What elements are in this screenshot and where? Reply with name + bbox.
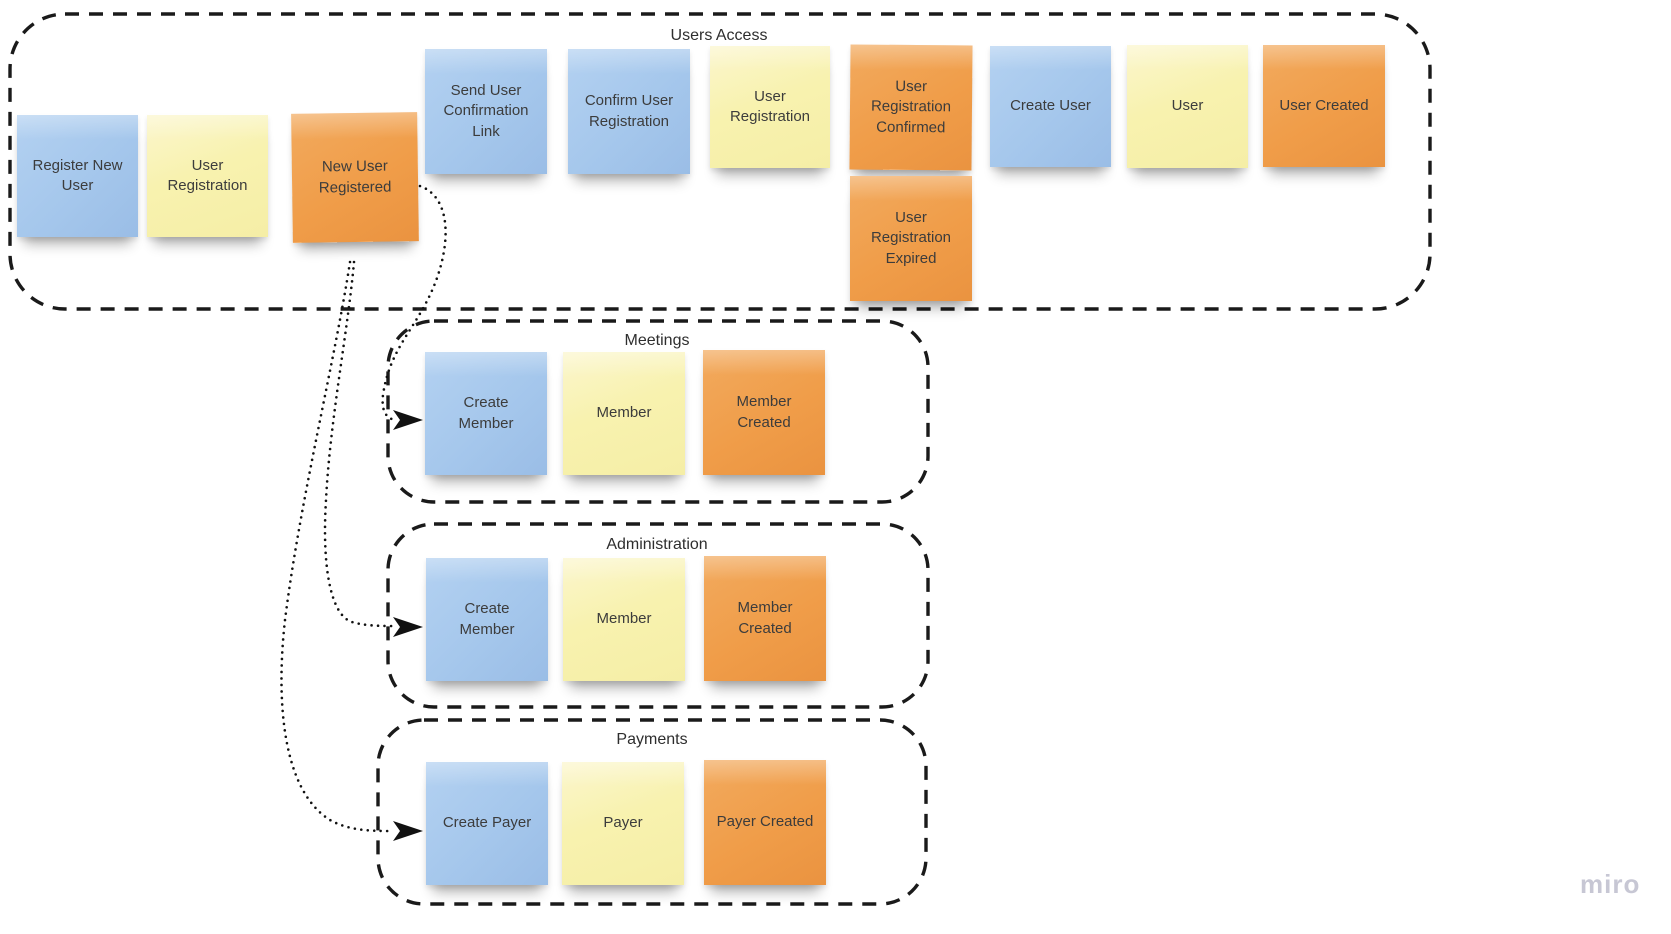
group-title-users-access: Users Access xyxy=(670,27,768,44)
sticky-note-meetings-member-created[interactable]: Member Created xyxy=(703,350,825,475)
sticky-note-user-registration-confirmed[interactable]: User Registration Confirmed xyxy=(849,44,973,171)
sticky-note-user-registration-expired[interactable]: User Registration Expired xyxy=(850,176,972,301)
sticky-note-admin-member[interactable]: Member xyxy=(563,558,685,681)
sticky-note-confirm-user-registration[interactable]: Confirm User Registration xyxy=(568,49,690,174)
connector-to-meetings[interactable] xyxy=(381,184,447,422)
group-outline-administration[interactable] xyxy=(386,522,930,709)
sticky-note-user-registration-2[interactable]: User Registration xyxy=(710,46,830,168)
group-outline-meetings[interactable] xyxy=(386,319,930,504)
connector-to-payments[interactable] xyxy=(280,260,393,833)
sticky-note-user-created[interactable]: User Created xyxy=(1263,45,1385,167)
sticky-note-payer-created[interactable]: Payer Created xyxy=(704,760,826,885)
sticky-note-admin-create-member[interactable]: Create Member xyxy=(426,558,548,681)
sticky-note-payer[interactable]: Payer xyxy=(562,762,684,885)
arrowhead-payments xyxy=(393,821,423,841)
arrowhead-administration xyxy=(393,617,423,637)
sticky-note-create-user[interactable]: Create User xyxy=(990,46,1111,167)
arrowhead-meetings xyxy=(393,410,423,430)
group-title-payments: Payments xyxy=(616,731,688,748)
connector-to-administration[interactable] xyxy=(323,260,394,628)
group-title-administration: Administration xyxy=(606,536,708,553)
sticky-note-create-payer[interactable]: Create Payer xyxy=(426,762,548,885)
sticky-note-new-user-registered[interactable]: New User Registered xyxy=(291,112,419,243)
group-title-meetings: Meetings xyxy=(624,332,690,349)
sticky-note-register-new-user[interactable]: Register New User xyxy=(17,115,138,237)
sticky-note-user-registration[interactable]: User Registration xyxy=(147,115,268,237)
miro-logo: miro xyxy=(1580,869,1641,899)
sticky-note-meetings-create-member[interactable]: Create Member xyxy=(425,352,547,475)
sticky-note-admin-member-created[interactable]: Member Created xyxy=(704,556,826,681)
group-outline-payments[interactable] xyxy=(376,718,928,906)
sticky-note-user[interactable]: User xyxy=(1127,45,1248,168)
sticky-note-meetings-member[interactable]: Member xyxy=(563,352,685,475)
group-outline-users-access[interactable] xyxy=(8,12,1432,311)
sticky-note-send-user-confirmation-link[interactable]: Send User Confirmation Link xyxy=(425,49,547,174)
